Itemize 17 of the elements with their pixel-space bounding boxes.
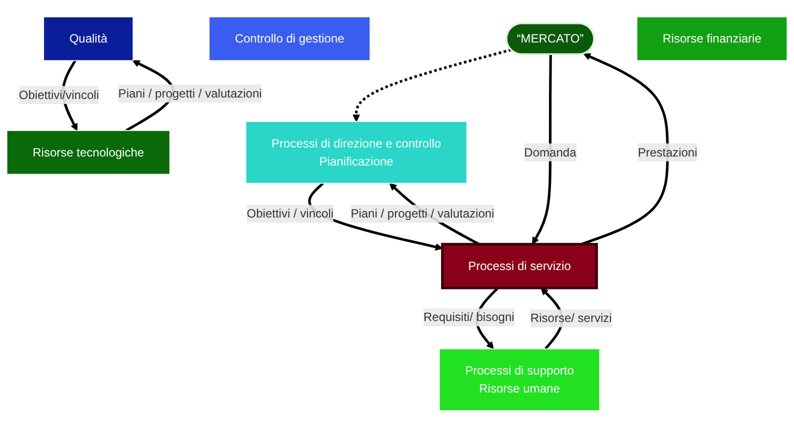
arrow bbox=[532, 54, 552, 245]
edge-label: Risorse/ servizi bbox=[530, 311, 612, 326]
node-box: Controllo di gestione bbox=[208, 16, 370, 62]
node-box: Risorse finanziarie bbox=[636, 16, 788, 62]
edge-label: Piani / progetti / valutazioni bbox=[350, 206, 494, 220]
edge-label: Obiettivi/vincoli bbox=[18, 88, 99, 102]
node-box: Risorse tecnologiche bbox=[6, 130, 170, 175]
node-box: Processi di direzione e controllo Pianificazione bbox=[245, 121, 468, 184]
edge-label: Domanda bbox=[524, 145, 576, 160]
edge-label: Piani / progetti / valutazioni bbox=[118, 86, 262, 100]
edge-label: Prestazioni bbox=[638, 145, 698, 160]
node-box: Processi di supporto Risorse umane bbox=[438, 348, 600, 412]
arrow bbox=[352, 48, 512, 122]
node-box: Processi di servizio bbox=[441, 243, 598, 290]
edge-label: Obiettivi / vincoli bbox=[246, 206, 334, 220]
edge-label: Requisiti/ bisogni bbox=[424, 310, 514, 324]
node-box: Qualità bbox=[43, 16, 134, 62]
